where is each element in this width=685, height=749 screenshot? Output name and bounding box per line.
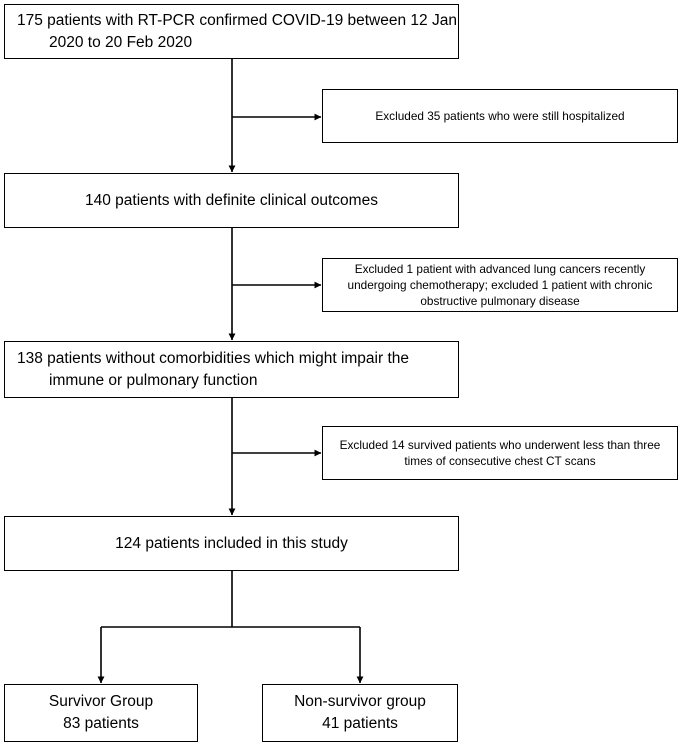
node-text-line: Excluded 1 patient with advanced lung ca…	[354, 262, 646, 276]
node-definite-outcomes: 140 patients with definite clinical outc…	[4, 173, 459, 228]
node-initial-cohort: 175 patients with RT-PCR confirmed COVID…	[4, 4, 459, 59]
node-text-line: Excluded 35 patients who were still hosp…	[375, 109, 625, 123]
node-text-line: 2020 to 20 Feb 2020	[49, 33, 193, 51]
node-text-line: times of consecutive chest CT scans	[404, 454, 596, 468]
node-text-line: Survivor Group	[48, 693, 154, 710]
node-text-line: 124 patients included in this study	[115, 534, 348, 552]
node-text-line: 140 patients with definite clinical outc…	[85, 191, 378, 209]
node-text-line: undergoing chemotherapy; excluded 1 pati…	[347, 278, 653, 292]
node-text-line: immune or pulmonary function	[49, 371, 258, 389]
node-text-line: 41 patients	[322, 715, 398, 732]
node-included: 124 patients included in this study	[4, 516, 459, 571]
node-text-line: 175 patients with RT-PCR confirmed COVID…	[17, 11, 457, 29]
node-text-line: obstructive pulmonary disease	[420, 294, 580, 308]
node-text-line: Excluded 14 survived patients who underw…	[339, 438, 661, 452]
node-text-line: Non-survivor group	[294, 693, 426, 710]
node-exclusion-1: Excluded 35 patients who were still hosp…	[322, 89, 678, 143]
node-text-line: 138 patients without comorbidities which…	[17, 349, 409, 367]
node-non-survivor-group: Non-survivor group 41 patients	[262, 684, 458, 742]
node-no-comorbidities: 138 patients without comorbidities which…	[4, 341, 459, 398]
node-survivor-group: Survivor Group 83 patients	[4, 684, 198, 742]
node-exclusion-2: Excluded 1 patient with advanced lung ca…	[322, 258, 678, 312]
node-text-line: 83 patients	[63, 715, 139, 732]
node-exclusion-3: Excluded 14 survived patients who underw…	[322, 426, 678, 480]
